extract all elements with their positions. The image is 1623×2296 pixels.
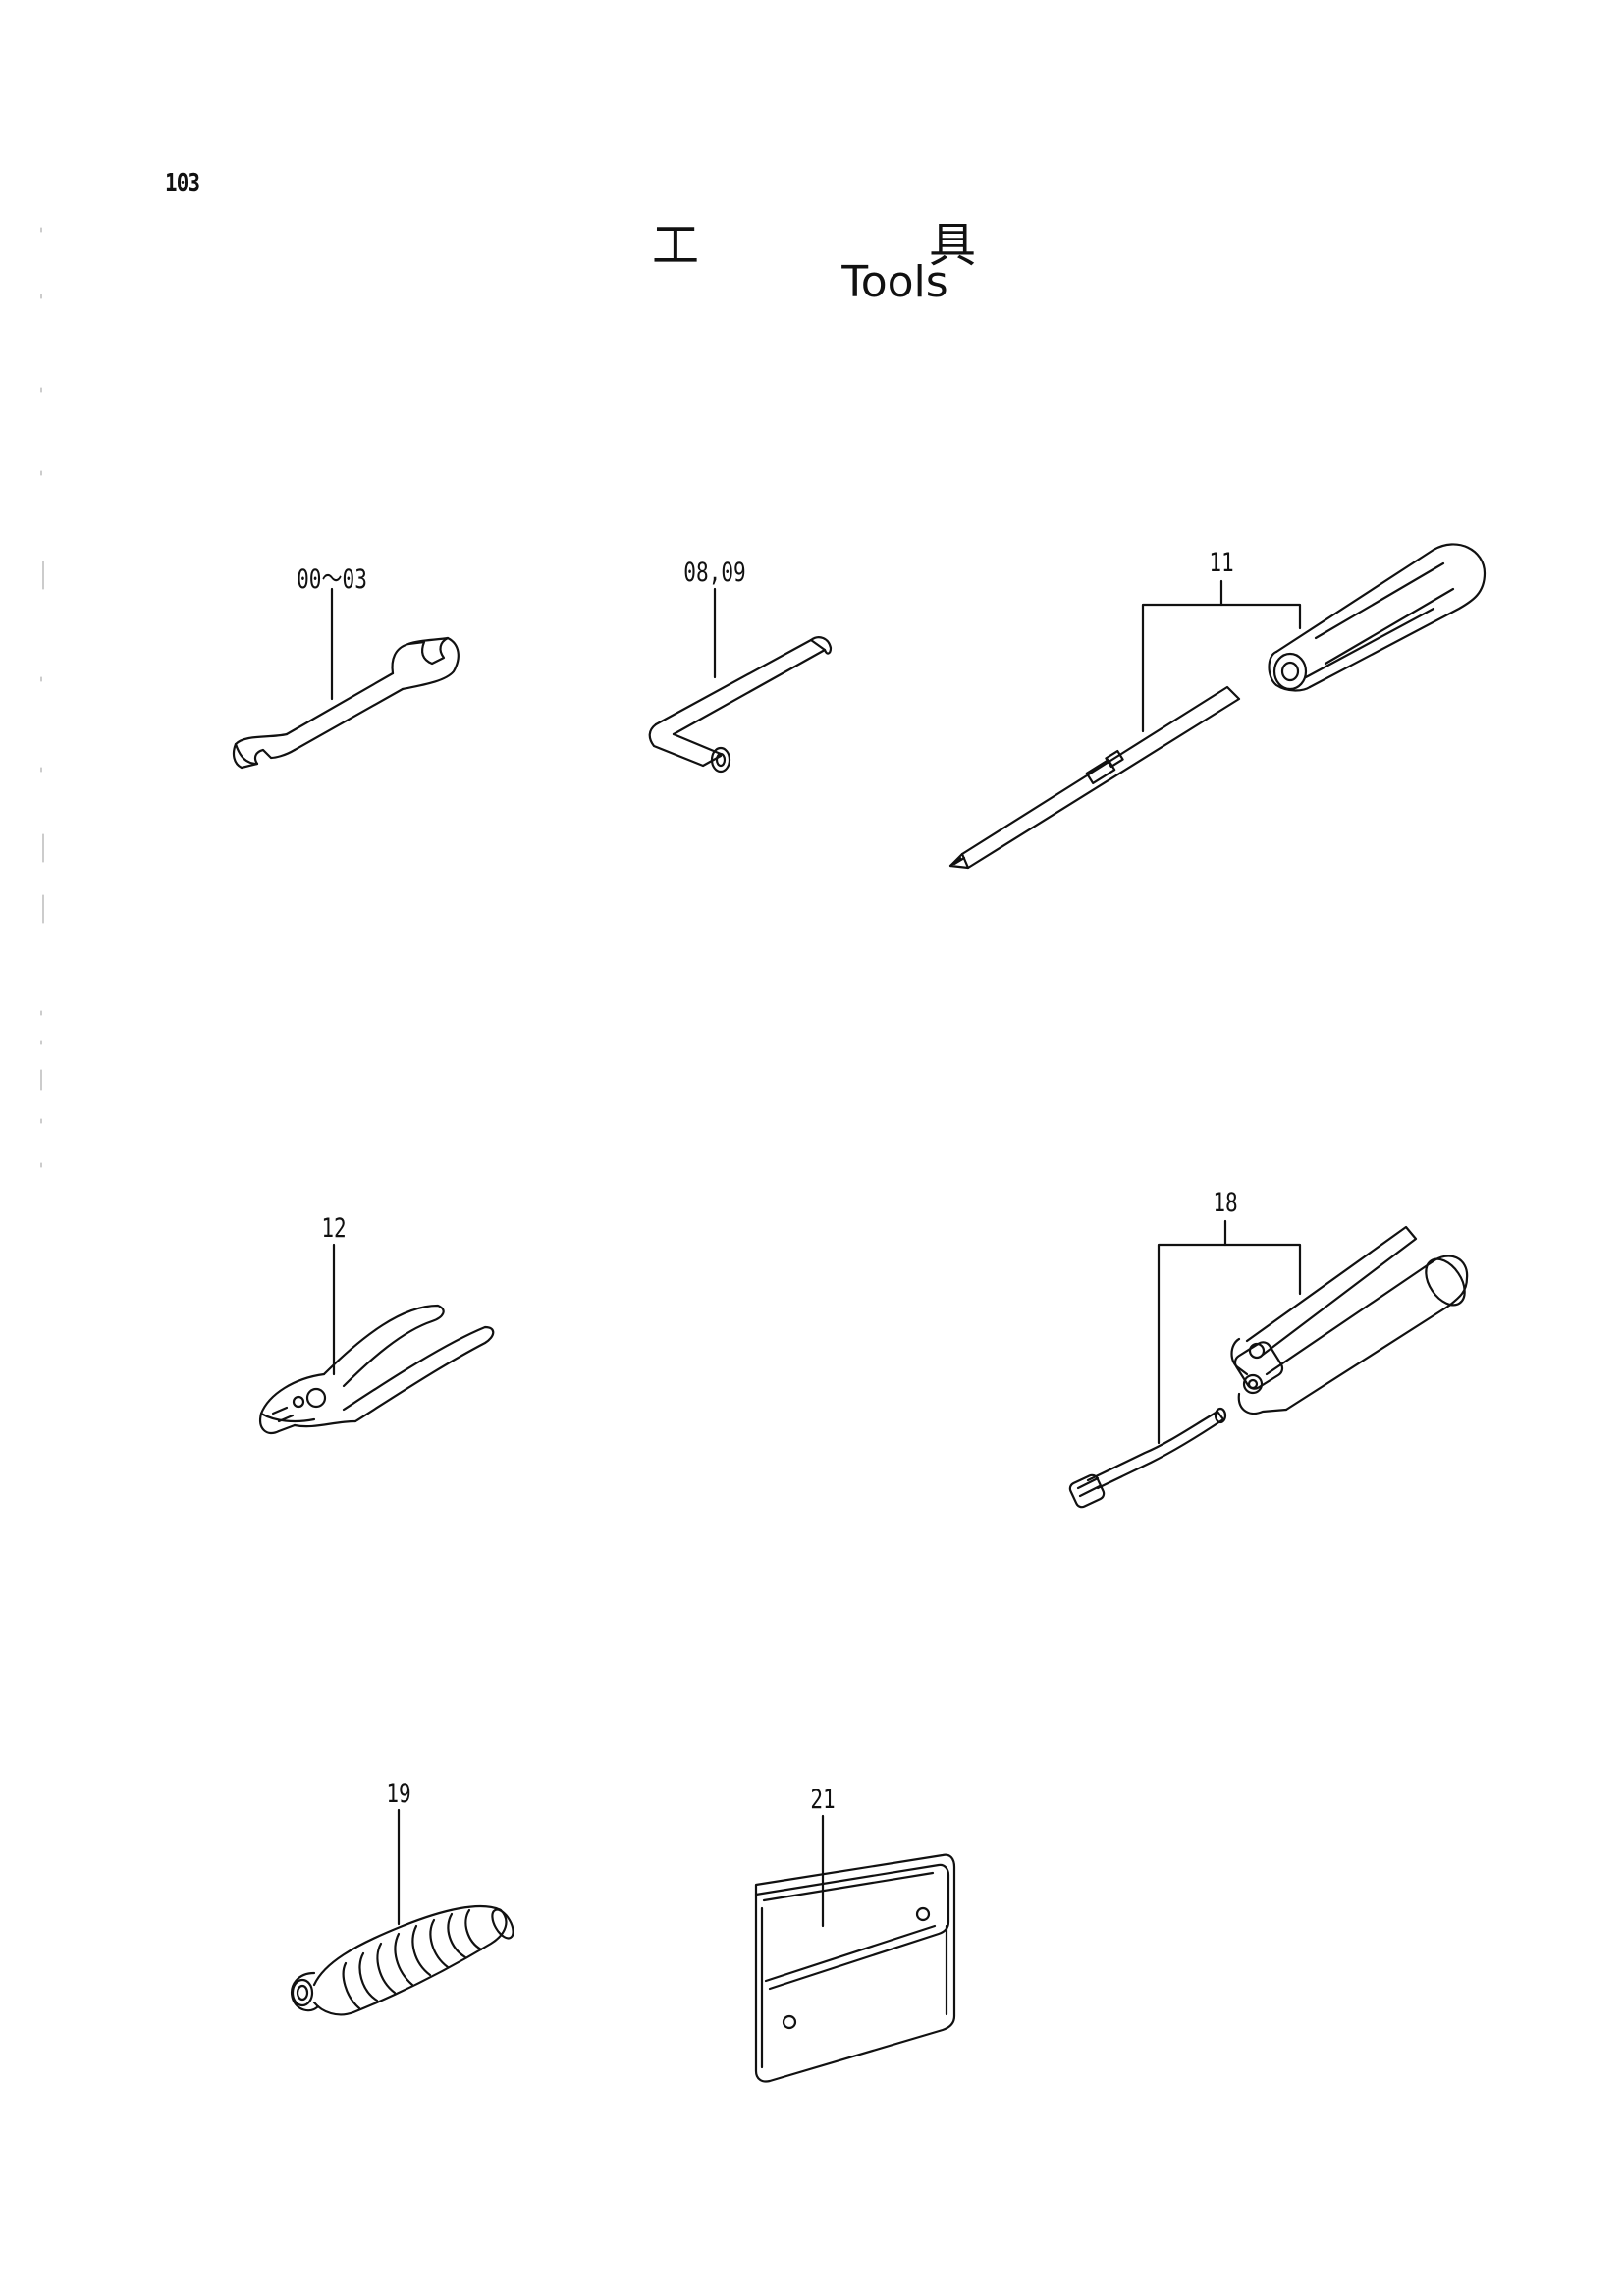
screwdriver-drawing <box>950 544 1485 868</box>
hex-key-drawing <box>650 589 831 772</box>
grease-gun-leader-lines <box>1159 1245 1300 1443</box>
page-number: 103 <box>165 169 200 198</box>
callout-label-hex-key: 08,09 <box>683 558 746 588</box>
screwdriver-leader-lines <box>1143 605 1300 731</box>
page-title-jp-right: 具 <box>929 218 977 273</box>
pliers-drawing <box>260 1245 493 1433</box>
callout-label-boot: 19 <box>386 1779 411 1809</box>
callout-label-pliers: 12 <box>321 1213 347 1244</box>
boot-drawing <box>292 1810 517 2014</box>
callout-label-screwdriver: 11 <box>1209 548 1234 578</box>
callout-label-grease-gun: 18 <box>1213 1188 1238 1218</box>
page-title-en-text: Tools <box>841 257 948 307</box>
grease-gun-drawing <box>1068 1221 1473 1509</box>
page-title-jp-left: 工 <box>652 218 700 273</box>
margin-marks <box>41 228 43 1167</box>
callout-label-pouch: 21 <box>810 1785 836 1815</box>
pouch-drawing <box>756 1816 954 2082</box>
page-title-en: Tools <box>0 257 1623 307</box>
spanner-drawing <box>234 589 459 768</box>
